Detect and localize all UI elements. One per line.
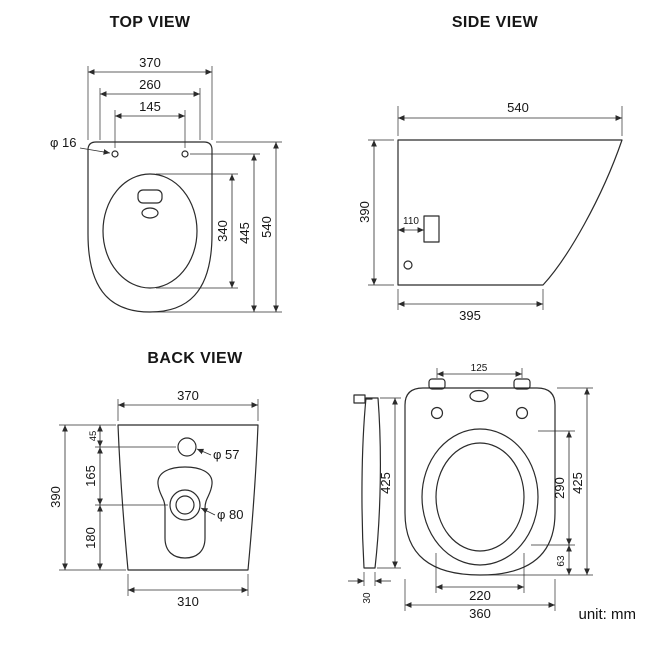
dim-side-height: 390 [357, 139, 394, 286]
toilet-side-outline [397, 139, 623, 286]
flush-spud-detail [137, 189, 163, 204]
dim-top-rim-width: 260 [99, 77, 201, 140]
dim-seat-side-length: 425 [377, 397, 401, 569]
seat-lid-outline [404, 387, 556, 576]
dim-label-180: 180 [83, 527, 98, 549]
dim-label-310: 310 [177, 594, 199, 609]
dim-back-overall-width: 370 [117, 388, 259, 421]
dim-seat-thickness: 30 [348, 572, 391, 604]
right-hinge-hole [181, 150, 189, 158]
top-view-title: TOP VIEW [109, 14, 191, 31]
seat-ring-inner [435, 442, 525, 552]
back-view-title: BACK VIEW [147, 350, 243, 367]
seat-side-profile [353, 394, 381, 569]
dim-seat-opening-width: 220 [435, 553, 525, 603]
dim-label-370-back: 370 [177, 388, 199, 403]
dim-label-220: 220 [469, 588, 491, 603]
dim-label-260: 260 [139, 77, 161, 92]
toilet-back-outline [117, 424, 259, 571]
dim-label-395: 395 [459, 308, 481, 323]
seat-side-outline [361, 397, 381, 569]
side-view-drawing: 110 540 390 395 [340, 80, 640, 325]
dim-label-phi16: φ 16 [50, 135, 77, 150]
hinge-damper-detail [353, 394, 366, 404]
dim-top-hinge-spacing: 145 [114, 99, 186, 148]
back-view-svg: 370 45 165 180 390 φ 57 φ 80 310 [48, 388, 259, 609]
inlet-bracket-detail [423, 215, 440, 243]
dim-label-445: 445 [237, 222, 252, 244]
dim-seat-overall-width: 360 [404, 579, 556, 621]
fixing-hole [403, 260, 413, 270]
dim-label-390-back: 390 [48, 486, 63, 508]
trapway-channel-outline [157, 466, 213, 559]
dim-inlet-diameter: φ 57 [196, 447, 240, 462]
dim-hinge-hole-diameter: φ 16 [50, 135, 111, 155]
dim-outlet-diameter: φ 80 [200, 507, 244, 522]
left-hinge-cap [430, 406, 444, 420]
side-view-svg: 110 540 390 395 [357, 100, 623, 323]
dim-back-base-width: 310 [127, 574, 249, 609]
left-hinge-hole [111, 150, 119, 158]
right-hinge-tab [513, 378, 531, 390]
waste-outlet-inner [175, 495, 195, 515]
dim-label-125: 125 [471, 363, 488, 374]
dim-seat-hinge-spacing: 125 [436, 363, 523, 378]
dim-label-63: 63 [556, 555, 567, 567]
unit-label: unit: mm [578, 606, 636, 623]
dim-label-425-top: 425 [570, 472, 585, 494]
water-inlet-hole [177, 437, 197, 457]
bowl-inner-rim [102, 173, 198, 289]
bumper-detail [469, 389, 489, 403]
left-hinge-tab [428, 378, 446, 390]
dim-label-110: 110 [403, 216, 419, 227]
dim-label-165: 165 [83, 465, 98, 487]
flush-hole-detail [141, 207, 159, 219]
dim-top-overall-depth: 540 [152, 141, 282, 313]
dim-top-overall-width: 370 [87, 55, 213, 140]
dim-label-390-side: 390 [357, 201, 372, 223]
dim-label-540-top: 540 [259, 216, 274, 238]
dim-back-segments: 45 165 180 [59, 424, 176, 571]
dim-label-phi57: φ 57 [213, 447, 240, 462]
seat-top-view [404, 378, 556, 576]
dim-top-bowl-depth: 340 [156, 173, 238, 289]
dim-seat-tail-length: 63 [485, 545, 593, 576]
dim-side-base-length: 395 [397, 289, 544, 323]
seat-drawing: 425 30 125 290 63 425 [335, 363, 645, 621]
seat-ring-outer [421, 428, 539, 566]
dim-label-290: 290 [552, 477, 567, 499]
dim-seat-overall-length: 425 [557, 387, 593, 575]
dim-label-370: 370 [139, 55, 161, 70]
dim-label-340: 340 [215, 220, 230, 242]
dim-label-45: 45 [88, 431, 99, 442]
back-view-drawing: 370 45 165 180 390 φ 57 φ 80 310 [35, 375, 325, 620]
side-profile-outline [397, 139, 623, 286]
waste-outlet-outer [169, 489, 201, 521]
dim-label-425-side: 425 [378, 472, 393, 494]
dim-label-540-side: 540 [507, 100, 529, 115]
right-hinge-cap [515, 406, 529, 420]
dim-side-inlet-offset: 110 [398, 216, 424, 233]
dim-label-30: 30 [362, 592, 373, 604]
back-body-outline [117, 424, 259, 571]
dim-label-145: 145 [139, 99, 161, 114]
top-view-svg: 370 260 145 φ 16 340 445 540 [50, 55, 282, 313]
side-view-title: SIDE VIEW [451, 14, 539, 31]
dim-label-360: 360 [469, 606, 491, 621]
dim-top-hinge-to-front: 445 [190, 153, 260, 312]
dim-label-phi80: φ 80 [217, 507, 244, 522]
dim-back-overall-height: 390 [48, 425, 68, 570]
bowl-outer-outline [87, 141, 213, 313]
dim-side-overall-length: 540 [397, 100, 623, 136]
seat-view-svg: 425 30 125 290 63 425 [348, 363, 593, 621]
toilet-top-outline [87, 141, 213, 313]
top-view-drawing: 370 260 145 φ 16 340 445 540 [30, 42, 300, 342]
